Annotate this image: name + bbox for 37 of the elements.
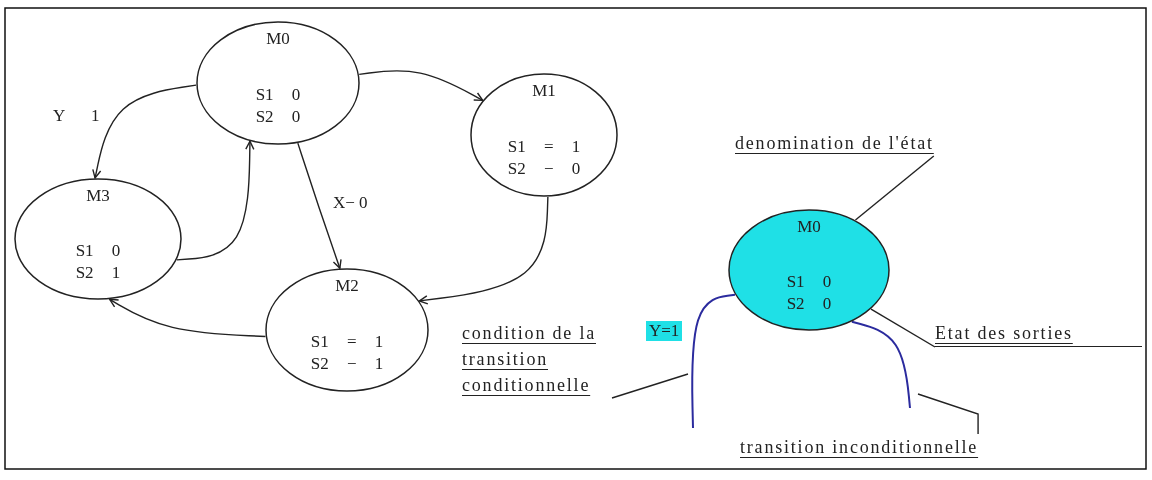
leader-line bbox=[917, 393, 979, 435]
output-value: S2 0 bbox=[254, 107, 302, 128]
leader-line bbox=[854, 155, 935, 221]
state-ellipse bbox=[14, 178, 182, 300]
annotation-text: denomination de l'état bbox=[735, 133, 934, 153]
output-value: S2 0 bbox=[785, 294, 833, 315]
annotation-text: transition inconditionnelle bbox=[740, 437, 979, 457]
leader-line bbox=[611, 373, 689, 399]
state-name: M0 bbox=[796, 217, 822, 237]
output-value: S2 1 bbox=[74, 263, 122, 284]
output-value: S1 = 1 bbox=[309, 332, 385, 353]
output-value: S1 0 bbox=[254, 85, 302, 106]
transition-arrow bbox=[418, 196, 549, 305]
state-name: M2 bbox=[334, 276, 360, 296]
output-value: S1 0 bbox=[74, 241, 122, 262]
state-ellipse bbox=[470, 73, 618, 197]
state-name: M3 bbox=[85, 186, 111, 206]
state-ellipse bbox=[728, 209, 890, 331]
output-value: S2 − 1 bbox=[309, 354, 385, 375]
transition-curve bbox=[850, 320, 911, 409]
transition-arrow bbox=[297, 142, 342, 269]
output-value: S1 = 1 bbox=[506, 137, 582, 158]
output-value: S2 − 0 bbox=[506, 159, 582, 180]
state-name: M1 bbox=[531, 81, 557, 101]
transition-arrow bbox=[109, 298, 267, 338]
state-name: M0 bbox=[265, 29, 291, 49]
transition-arrow bbox=[176, 140, 255, 261]
transition-arrow bbox=[92, 84, 197, 179]
annotation-text: Etat des sorties bbox=[935, 323, 1073, 343]
state-ellipse bbox=[265, 268, 429, 392]
leader-line bbox=[870, 308, 936, 348]
edge-label: Y=1 bbox=[646, 321, 683, 341]
annotation-text: condition de la transition conditionnelle bbox=[462, 323, 596, 395]
transition-curve bbox=[691, 293, 736, 429]
output-value: S1 0 bbox=[785, 272, 833, 293]
state-ellipse bbox=[196, 21, 360, 145]
transition-arrow bbox=[358, 70, 484, 102]
